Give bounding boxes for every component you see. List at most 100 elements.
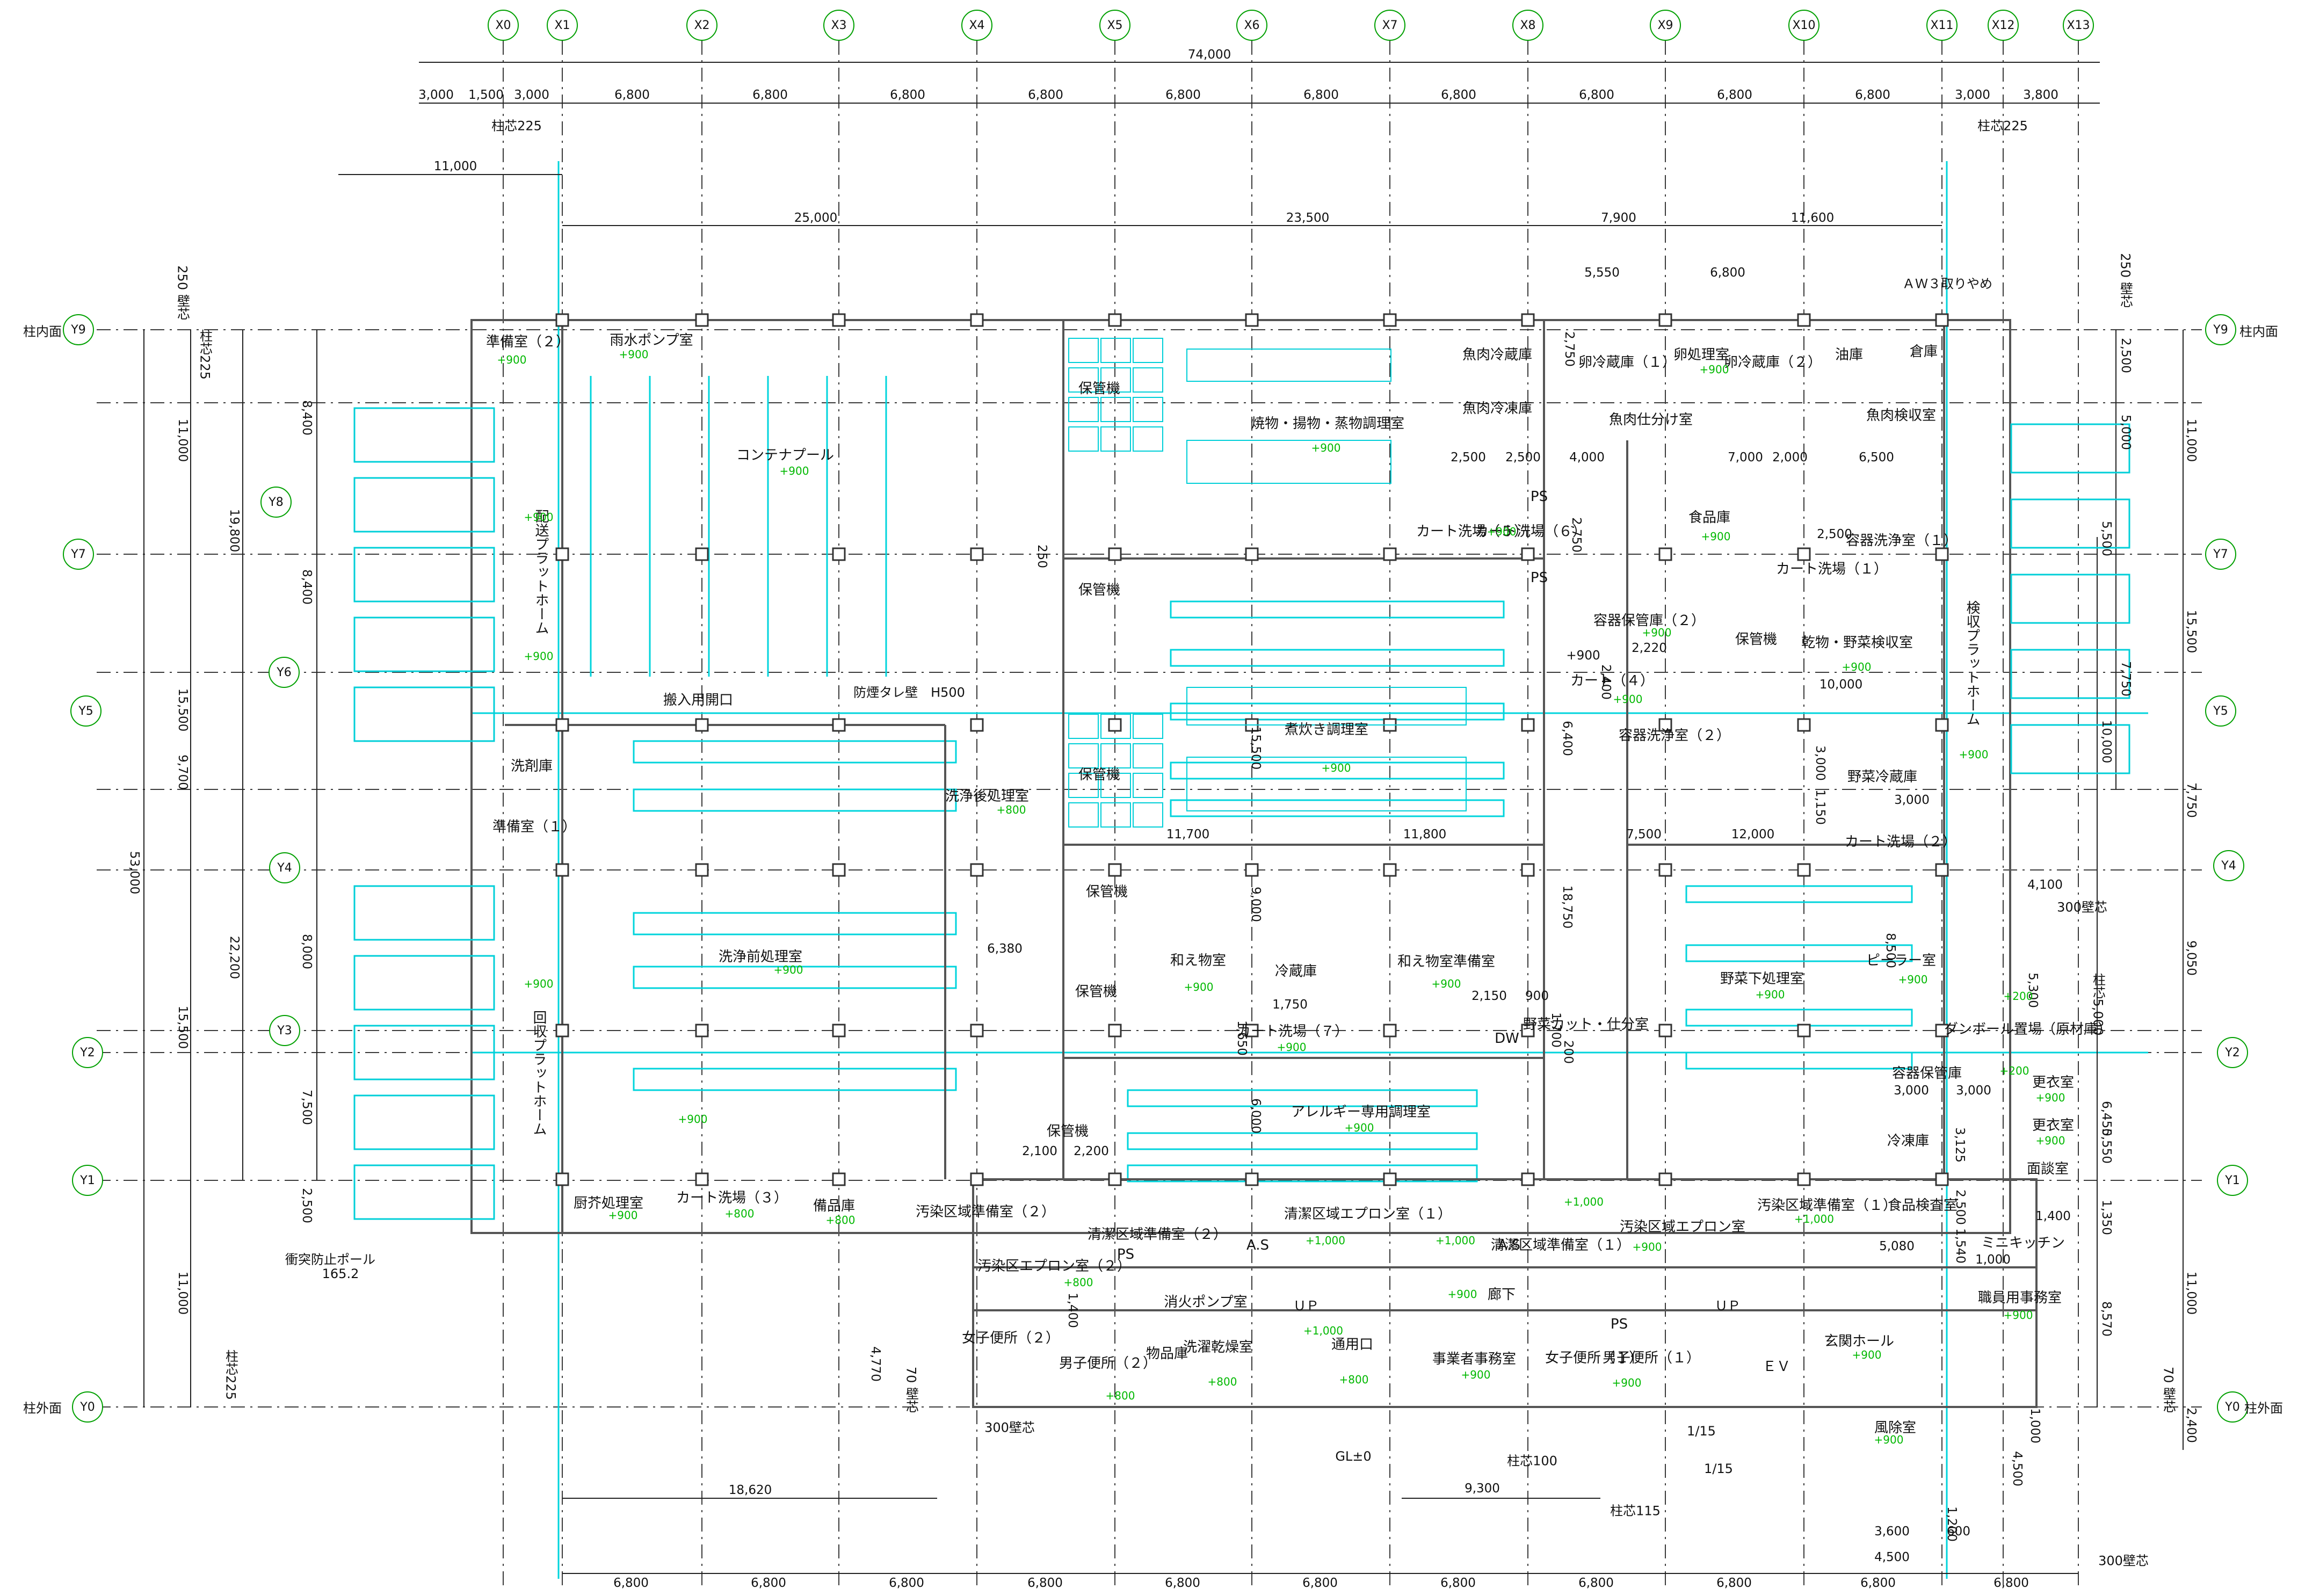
dim-inner-2500d: 2,500: [1953, 1189, 1967, 1225]
equipment-line-0: [633, 740, 957, 764]
truck-bay-east-1: [2010, 498, 2130, 549]
dim-right-outer-3: 9,050: [2184, 940, 2198, 976]
room-storage-1: 保管機: [1078, 381, 1121, 397]
grid-bubble-x8: X8: [1512, 10, 1543, 41]
dim-left-outer-1: 19,800: [227, 509, 241, 553]
aw3-note: ＡＷ３取りやめ: [1902, 276, 1992, 292]
level-46: +200: [1999, 1064, 2029, 1077]
dim-inner-1150: 1,150: [1813, 789, 1827, 825]
grid-bubble-x1: X1: [547, 10, 578, 41]
column-7-4: [1521, 1024, 1535, 1038]
room-egg-fridge-2: 卵冷蔵庫（２）: [1723, 354, 1822, 371]
dim-overall: 74,000: [1187, 48, 1231, 62]
room-clean-apron-1: 清潔区域エプロン室（１）: [1284, 1206, 1452, 1223]
column-9-4: [1797, 1024, 1811, 1038]
grid-bubble-y0-left: Y0: [72, 1391, 103, 1423]
column-5-1: [1245, 547, 1259, 561]
level-07: +900: [524, 977, 554, 990]
room-fire-pump: 消火ポンプ室: [1164, 1294, 1248, 1311]
truck-bay-east-4: [2010, 724, 2130, 774]
storage-unit-a-3-0: [1068, 426, 1099, 452]
room-warehouse: 倉庫: [1909, 344, 1938, 360]
equipment-line-13: [1685, 885, 1913, 903]
column-2-3: [832, 863, 846, 877]
dim-inner-5080: 5,080: [1879, 1239, 1915, 1253]
truck-bay-east-2: [2010, 574, 2130, 624]
grid-bubble-x3: X3: [823, 10, 854, 41]
grid-bubble-y9-left: Y9: [63, 314, 94, 345]
grid-bubble-y4-right: Y4: [2213, 850, 2244, 881]
dim-right-outer-1: 15,500: [2184, 610, 2198, 654]
equipment-line-6: [1170, 649, 1505, 667]
equipment-line-11: [1127, 1132, 1478, 1150]
room-rainwater-pump: 雨水ポンプ室: [610, 332, 693, 349]
dim-6800-top: 6,800: [1710, 266, 1745, 280]
level-06: +900: [773, 963, 803, 976]
room-egg-processing: 卵処理室: [1673, 347, 1730, 364]
column-7-5: [1521, 1172, 1535, 1186]
room-peeler: ピーラー室: [1866, 953, 1937, 969]
level-02: +900: [619, 348, 649, 361]
room-mens-wc-1: 男子便所（１）: [1602, 1350, 1701, 1367]
column-3-3: [970, 863, 984, 877]
level-22: +900: [1755, 988, 1785, 1001]
equipment-line-16: [1685, 1051, 1913, 1070]
equipment-line-7: [1170, 702, 1505, 721]
column-3-5: [970, 1172, 984, 1186]
equipment-line-8: [1170, 761, 1505, 780]
room-fish-meat-inspection: 魚肉検収室: [1866, 408, 1937, 424]
dim-mid-3: 11,600: [1790, 211, 1835, 225]
room-fish-meat-sorting: 魚肉仕分け室: [1608, 412, 1693, 429]
room-delivery-platform: 配送プラットホーム: [532, 509, 549, 635]
equipment-line-15: [1685, 1009, 1913, 1027]
gl-note: GL±0: [1335, 1449, 1372, 1464]
dim-9300: 9,300: [1465, 1482, 1500, 1496]
dim-inner-1400b: 1,400: [1065, 1293, 1079, 1328]
room-contam-apron-2: 汚染区エプロン室（２）: [977, 1258, 1132, 1275]
room-refrigerator: 冷蔵庫: [1274, 963, 1317, 980]
level-31: +900: [1874, 1433, 1904, 1446]
level-34: +800: [724, 1207, 755, 1220]
dim-right-outer-5: 2,400: [2184, 1408, 2198, 1443]
level-32: +900: [1632, 1240, 1662, 1253]
building-outline-south: [972, 1178, 2038, 1408]
dim-bottom-7: 6,800: [1578, 1576, 1614, 1590]
grid-bubble-y8-left: Y8: [260, 487, 292, 518]
room-food-inspection: 食品検査室: [1887, 1198, 1958, 1214]
dim-top-11: 6,800: [1717, 88, 1752, 102]
room-ps-4: PS: [1610, 1316, 1628, 1333]
level-13: +900: [1431, 977, 1461, 990]
column-7-0: [1521, 313, 1535, 327]
room-storage-5: 保管機: [1075, 984, 1118, 1000]
level-43: +800: [1207, 1375, 1237, 1388]
truck-bay-east-0: [2010, 423, 2130, 474]
level-37: +1,000: [1305, 1234, 1346, 1247]
equipment-line-10: [1127, 1089, 1478, 1107]
grill-equipment-1: [1186, 349, 1391, 382]
level-21: +900: [1613, 693, 1643, 706]
column-0-3: [555, 863, 569, 877]
dim-bottom-10: 6,800: [1993, 1576, 2029, 1590]
level-10: +900: [1311, 441, 1341, 454]
dim-inner-2150: 2,150: [1471, 989, 1507, 1003]
dim-right-inner-3: 7,750: [2119, 661, 2133, 697]
column-0-2: [555, 718, 569, 732]
column-1-0: [695, 313, 709, 327]
dim-18620: 18,620: [728, 1483, 772, 1497]
column-1-2: [695, 718, 709, 732]
dim-inner-1700: 1,700: [1549, 1012, 1563, 1048]
grid-bubble-y2-left: Y2: [72, 1037, 103, 1068]
grid-bubble-x6: X6: [1236, 10, 1267, 41]
dim-inner-11700: 11,700: [1166, 828, 1210, 841]
column-8-4: [1658, 1024, 1672, 1038]
dim-4770: 4,770: [868, 1346, 882, 1382]
dim-1200: 1,200: [1945, 1506, 1959, 1542]
level-04: +900: [524, 511, 554, 524]
room-locker-1: 更衣室: [2032, 1075, 2075, 1091]
dim-600: 600: [1947, 1525, 1970, 1539]
column-4-2: [1108, 718, 1122, 732]
dim-inner-3000c: 3,000: [1894, 1084, 1929, 1098]
wall-70-left: 70 壁芯: [903, 1366, 919, 1413]
storage-unit-a-1-0: [1068, 367, 1099, 393]
level-16: +900: [1487, 525, 1517, 538]
